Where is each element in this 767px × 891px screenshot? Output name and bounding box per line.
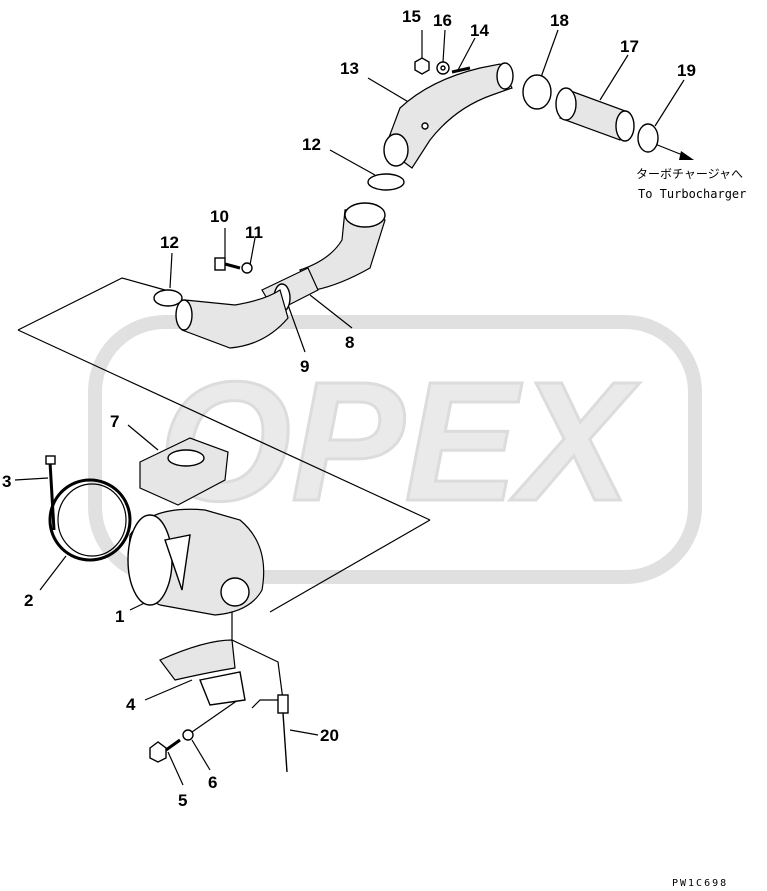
callout-14: 14 <box>470 21 489 40</box>
destination-japanese: ターボチャージャへ <box>636 167 743 181</box>
clamp-12-lower <box>153 289 183 307</box>
callout-13: 13 <box>340 59 359 78</box>
watermark-text: OPEX <box>159 347 640 537</box>
washer-6 <box>182 729 194 741</box>
callout-10: 10 <box>210 207 229 226</box>
hose-17 <box>555 87 635 142</box>
callout-5: 5 <box>178 791 187 810</box>
clamp-19 <box>637 123 659 153</box>
callout-labels: 1 2 3 4 5 6 7 8 9 10 11 12 12 13 14 15 1… <box>2 7 696 810</box>
clamp-12-upper <box>367 173 405 191</box>
callout-16: 16 <box>433 11 452 30</box>
callout-20: 20 <box>320 726 339 745</box>
callout-17: 17 <box>620 37 639 56</box>
callout-6: 6 <box>208 773 217 792</box>
callout-8: 8 <box>345 333 354 352</box>
callout-4: 4 <box>126 695 136 714</box>
bracket-4 <box>159 639 246 706</box>
callout-9: 9 <box>300 357 309 376</box>
callout-2: 2 <box>24 591 33 610</box>
callout-11: 11 <box>245 223 263 242</box>
callout-7: 7 <box>110 412 119 431</box>
nut-15 <box>414 57 430 75</box>
clamp-18 <box>522 74 552 110</box>
pipe-elbow-lower <box>175 289 289 349</box>
stud-14 <box>451 66 471 74</box>
callout-1: 1 <box>115 607 124 626</box>
bolt-10 <box>214 257 241 271</box>
callout-18: 18 <box>550 11 569 30</box>
bolt-3 <box>45 455 56 531</box>
adapter-7 <box>139 437 229 506</box>
destination-english: To Turbocharger <box>638 187 746 201</box>
callout-12-lower: 12 <box>160 233 179 252</box>
drawing-code: PW1C698 <box>672 878 728 889</box>
callout-3: 3 <box>2 472 11 491</box>
band-2 <box>48 478 132 562</box>
bolt-5 <box>149 738 181 763</box>
pipe-elbow-13 <box>383 62 514 169</box>
air-cleaner-1 <box>127 508 265 616</box>
washer-11 <box>241 262 253 274</box>
callout-12-upper: 12 <box>302 135 321 154</box>
callout-19: 19 <box>677 61 696 80</box>
sensor-20 <box>277 694 289 773</box>
washer-16 <box>436 61 450 75</box>
callout-15: 15 <box>402 7 421 26</box>
